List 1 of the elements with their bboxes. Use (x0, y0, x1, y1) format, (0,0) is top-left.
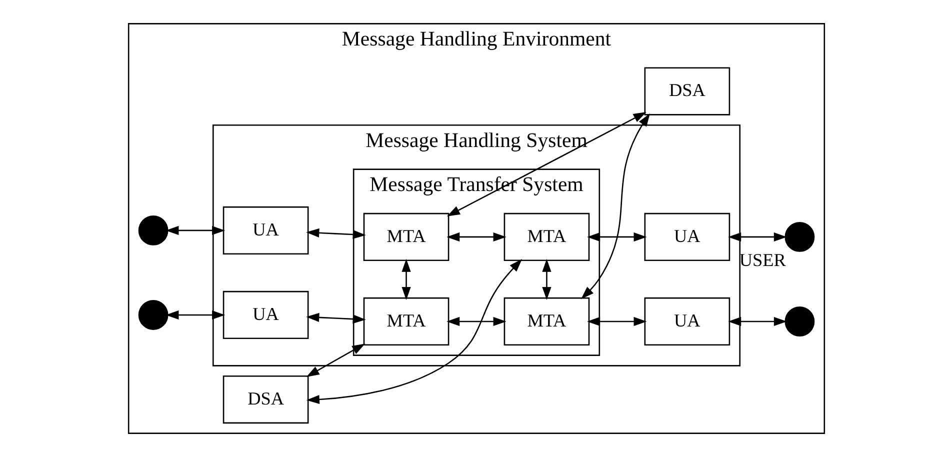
node-label: USER (738, 250, 786, 270)
